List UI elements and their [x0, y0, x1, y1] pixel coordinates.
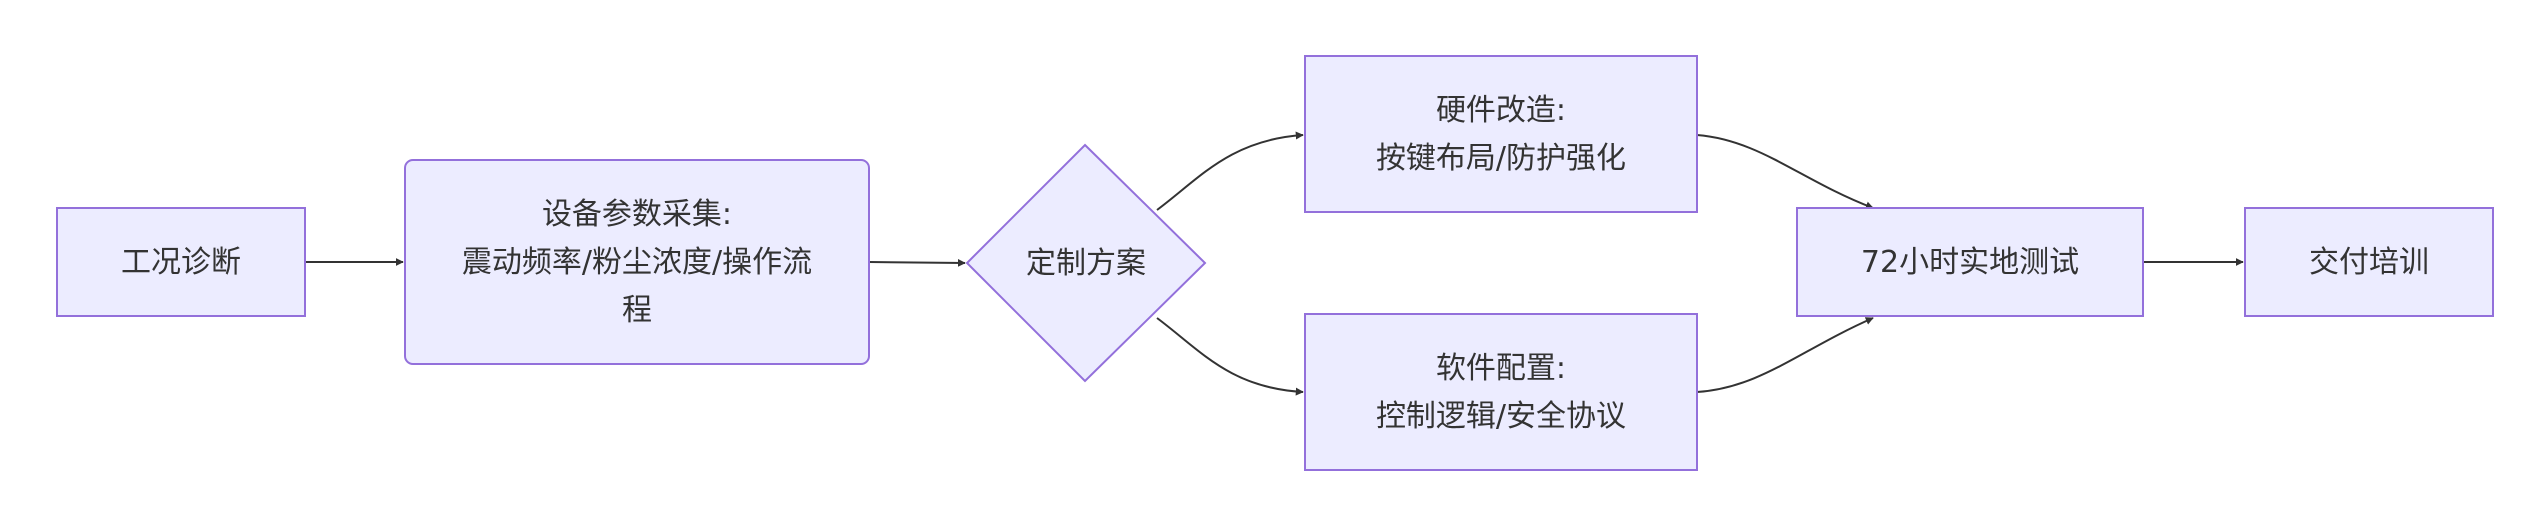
- node-hardware-line-1: 硬件改造:: [1436, 93, 1566, 128]
- edge-software-to-testing: [1696, 317, 1874, 393]
- node-testing-box: [1796, 207, 2144, 317]
- node-testing[interactable]: 72小时实地测试: [1796, 207, 2144, 317]
- node-software-line-1: 软件配置:: [1436, 351, 1566, 386]
- node-diagnosis-box: [56, 207, 306, 317]
- node-collection-line-1: 设备参数采集:: [542, 197, 732, 232]
- node-collection-line-2: 震动频率/粉尘浓度/操作流: [462, 245, 812, 280]
- node-collection-line-3: 程: [622, 293, 652, 328]
- node-collection-box: [404, 159, 870, 365]
- edges: [305, 131, 2244, 396]
- edge-decision-to-software: [1156, 317, 1304, 396]
- node-hardware-line-2: 按键布局/防护强化: [1376, 141, 1626, 176]
- edge-collection-to-decision: [868, 258, 966, 267]
- node-diagnosis-label: 工况诊断: [121, 245, 241, 280]
- node-delivery-box: [2244, 207, 2494, 317]
- node-decision-label: 定制方案: [1026, 246, 1146, 281]
- node-hardware[interactable]: 硬件改造: 按键布局/防护强化: [1304, 55, 1698, 213]
- node-software[interactable]: 软件配置: 控制逻辑/安全协议: [1304, 313, 1698, 471]
- edge-hardware-to-testing: [1696, 134, 1874, 210]
- node-hardware-box: [1304, 55, 1698, 213]
- node-testing-label: 72小时实地测试: [1861, 245, 2079, 280]
- node-diagnosis[interactable]: 工况诊断: [56, 207, 306, 317]
- node-decision[interactable]: 定制方案: [965, 143, 1207, 383]
- node-software-line-2: 控制逻辑/安全协议: [1376, 399, 1626, 434]
- node-delivery-label: 交付培训: [2309, 245, 2429, 280]
- node-delivery[interactable]: 交付培训: [2244, 207, 2494, 317]
- node-decision-diamond: [965, 143, 1207, 383]
- edge-decision-to-hardware: [1156, 131, 1304, 211]
- node-software-box: [1304, 313, 1698, 471]
- node-collection[interactable]: 设备参数采集: 震动频率/粉尘浓度/操作流 程: [404, 159, 870, 365]
